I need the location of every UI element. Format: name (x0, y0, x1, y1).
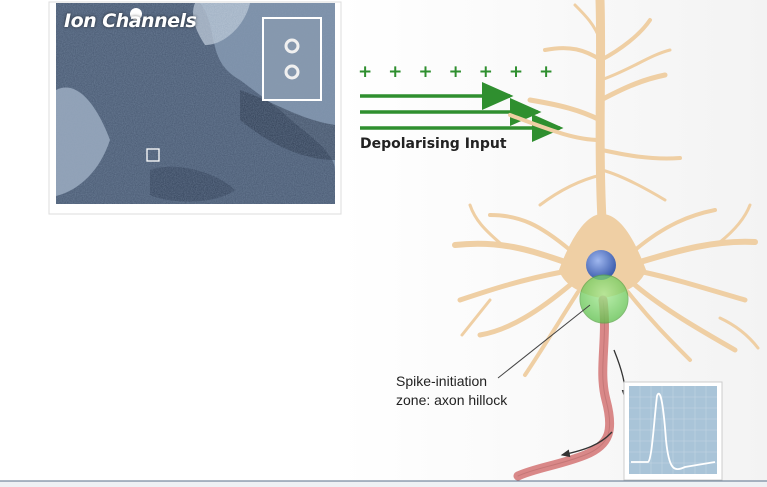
annotation-leader (497, 304, 591, 379)
spike-zone-label-line2: zone: axon hillock (396, 392, 508, 408)
nucleus (586, 250, 616, 280)
conduction-arrow-2 (560, 431, 613, 458)
depolarising-input-label: Depolarising Input (360, 136, 507, 152)
micrograph-panel (48, 1, 342, 215)
spike-zone-label-line1: Spike-initiation (396, 373, 488, 389)
green-arrows (360, 82, 564, 142)
spike-zone-label: Spike-initiation zone: axon hillock (396, 372, 507, 410)
positive-charges: + + + + + + + (358, 62, 559, 82)
inset-zoom (262, 17, 322, 101)
micrograph-title: Ion Channels (64, 10, 197, 32)
action-potential-trace (623, 381, 723, 481)
axon-hillock (579, 274, 629, 324)
bottom-strip (0, 481, 767, 487)
